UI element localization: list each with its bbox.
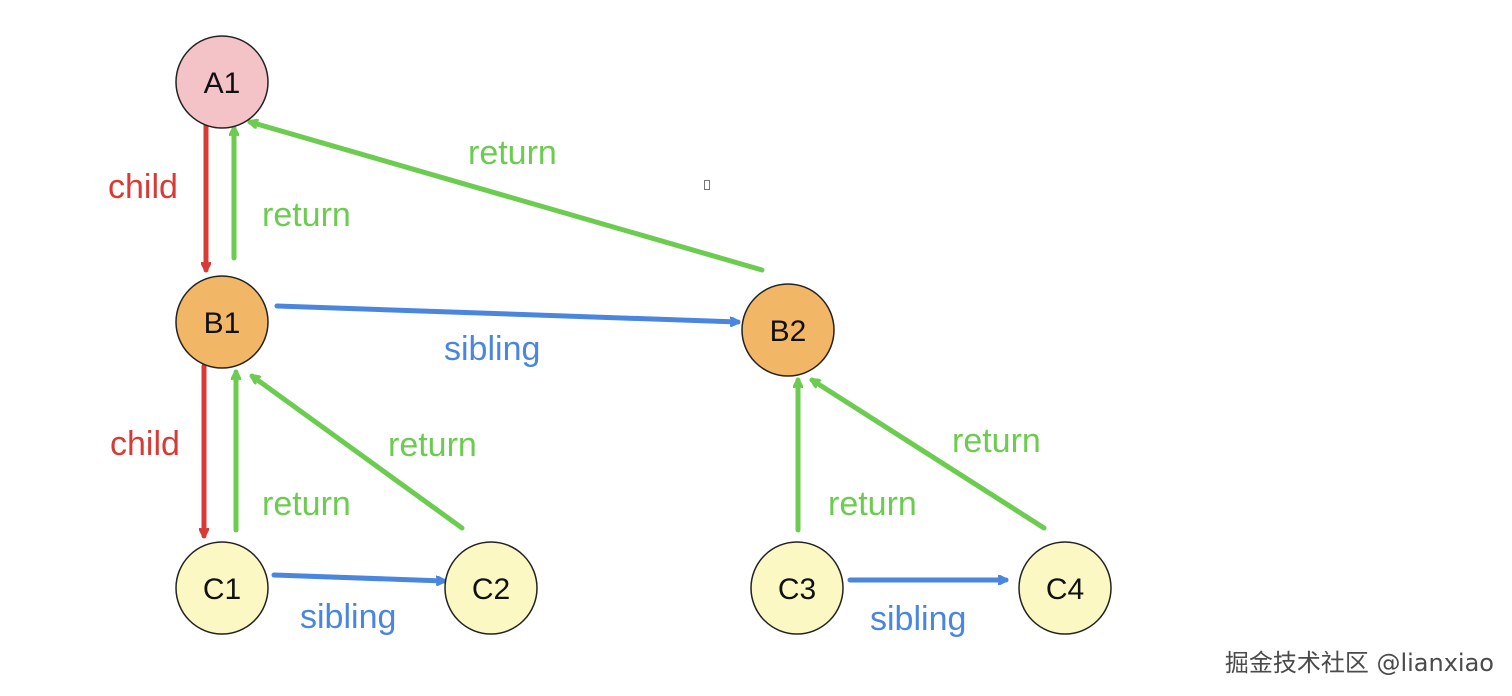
node-c3: C3 bbox=[750, 541, 844, 635]
node-label-c4: C4 bbox=[1046, 573, 1084, 606]
sibling-label-b1-b2-sibling: sibling bbox=[444, 330, 540, 368]
node-circle-c1 bbox=[175, 541, 269, 635]
return-arrow-c2-b1-return bbox=[249, 373, 465, 531]
node-a1: A1 bbox=[175, 35, 269, 129]
sibling-label-c1-c2-sibling: sibling bbox=[300, 598, 396, 636]
node-circle-c4 bbox=[1018, 541, 1112, 635]
node-c4: C4 bbox=[1018, 541, 1112, 635]
return-label-c4-b2-return: return bbox=[952, 422, 1041, 460]
stray-mark bbox=[704, 180, 710, 190]
node-b2: B2 bbox=[741, 283, 835, 377]
return-label-c1-b1-return: return bbox=[262, 485, 351, 523]
node-label-b1: B1 bbox=[204, 307, 241, 340]
return-label-c3-b2-return: return bbox=[828, 485, 917, 523]
child-label-a1-b1-child: child bbox=[108, 168, 178, 206]
node-label-b2: B2 bbox=[770, 315, 807, 348]
watermark-text: 掘金技术社区 @lianxiao bbox=[1224, 649, 1494, 677]
node-circle-c2 bbox=[444, 541, 538, 635]
node-label-c1: C1 bbox=[203, 573, 241, 606]
return-label-b1-a1-return: return bbox=[262, 196, 351, 234]
node-circle-a1 bbox=[175, 35, 269, 129]
node-c1: C1 bbox=[175, 541, 269, 635]
return-label-b2-a1-return: return bbox=[468, 134, 557, 172]
sibling-arrow-c1-c2-sibling bbox=[271, 572, 447, 581]
sibling-arrow-b1-b2-sibling bbox=[274, 303, 741, 322]
return-arrow-b2-a1-return bbox=[247, 122, 765, 273]
node-label-c3: C3 bbox=[778, 573, 816, 606]
node-circle-c3 bbox=[750, 541, 844, 635]
node-label-c2: C2 bbox=[472, 573, 510, 606]
edge-labels-layer: child return return sibling child return retur… bbox=[108, 134, 1041, 638]
node-circle-b1 bbox=[175, 275, 269, 369]
return-label-c2-b1-return: return bbox=[388, 426, 477, 464]
node-label-a1: A1 bbox=[204, 67, 241, 100]
node-circle-b2 bbox=[741, 283, 835, 377]
sibling-label-c3-c4-sibling: sibling bbox=[870, 600, 966, 638]
child-label-b1-c1-child: child bbox=[110, 425, 180, 463]
node-c2: C2 bbox=[444, 541, 538, 635]
node-b1: B1 bbox=[175, 275, 269, 369]
edges-layer bbox=[204, 122, 1047, 581]
return-arrow-c4-b2-return bbox=[809, 377, 1047, 531]
